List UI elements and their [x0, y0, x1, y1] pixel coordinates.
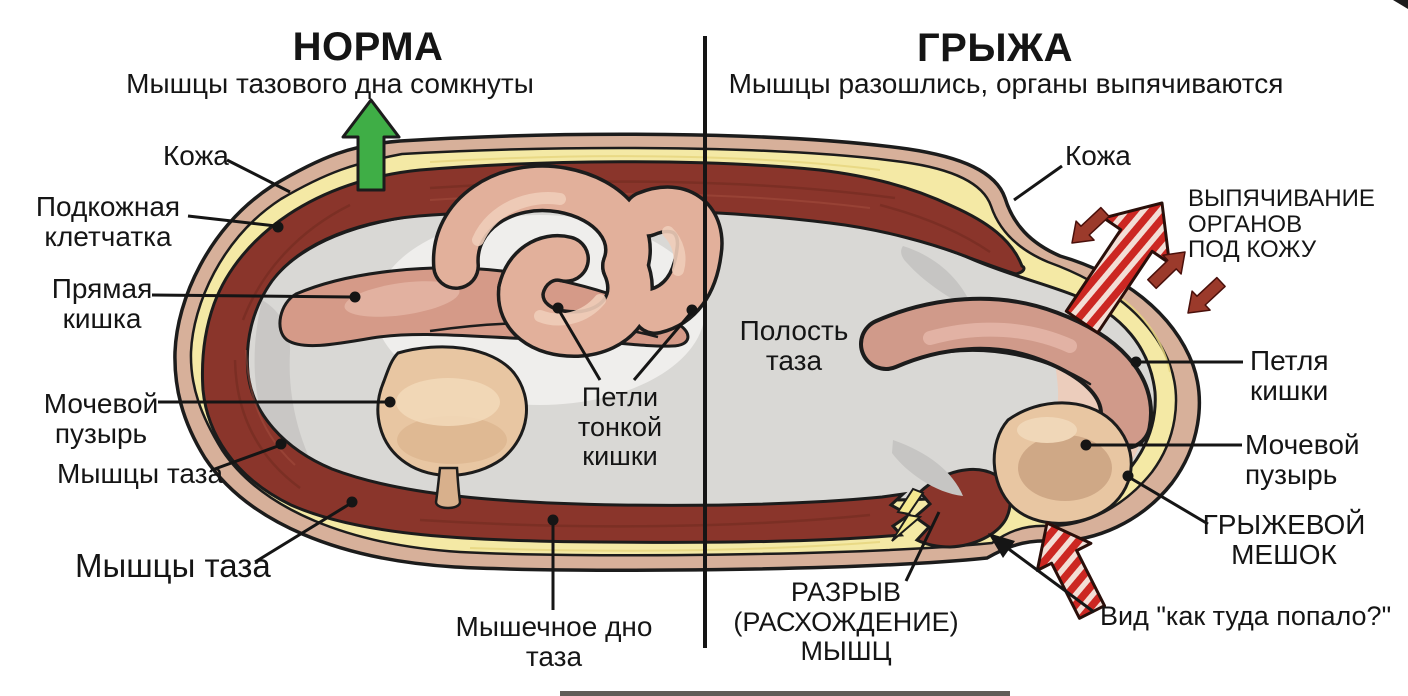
label-text-line: РАЗРЫВ: [790, 577, 902, 607]
pressure-arrow-down-left: [1071, 206, 1110, 244]
label-pointer-lines: [151, 158, 1243, 614]
line-subcutaneous: [187, 214, 277, 228]
line-muscle-rupture: [904, 511, 941, 582]
small-intestine-loops: [431, 164, 724, 358]
label-text-line: Петли: [581, 382, 659, 412]
label-bladder-right: Мочевой пузырь: [1245, 429, 1360, 491]
rectum-highlight: [344, 281, 460, 317]
left-subtitle: Мышцы тазового дна сомкнуты: [126, 68, 534, 99]
bottom-edge-artifact: [560, 691, 1010, 696]
label-text-line: Мочевой: [43, 388, 159, 419]
right-subtitle: Мышцы разошлись, органы выпячиваются: [728, 68, 1284, 99]
label-organ-protrusion: ВЫПЯЧИВАНИЕ ОРГАНОВ ПОД КОЖУ: [1188, 186, 1375, 263]
label-text-line: Петля: [1250, 345, 1329, 376]
label-text-line: тонкой: [577, 411, 663, 442]
bladder-left-shade: [397, 416, 507, 464]
fascia-at-gap-bottom: [892, 440, 963, 496]
label-skin-right: Кожа: [1065, 140, 1131, 171]
label-muscular-pelvic-floor: Мышечное дно таза: [455, 611, 653, 673]
line-view-caption: [1005, 545, 1095, 614]
line-hernial-sac: [1131, 477, 1209, 526]
fascia-at-gap-top: [901, 246, 973, 309]
label-text-line: пузырь: [1245, 459, 1338, 491]
label-text-line: Подкожная: [35, 191, 181, 222]
left-title: НОРМА: [292, 25, 444, 69]
label-view-caption: Вид "как туда попало?": [1100, 601, 1392, 631]
label-text-line: кишка: [62, 303, 142, 335]
label-text-line: ПОД КОЖУ: [1188, 236, 1317, 264]
label-text-line: кишки: [1250, 375, 1329, 407]
label-text-line: Мышечное дно: [455, 611, 653, 642]
label-text-line: таза: [765, 345, 823, 377]
label-text-line: МЫШЦ: [800, 636, 892, 667]
label-text-line: пузырь: [54, 418, 148, 450]
label-text-line: (РАСХОЖДЕНИЕ): [733, 606, 959, 637]
label-pelvic-muscles-upper: Мышцы таза: [57, 458, 224, 489]
label-pelvic-muscles-lower: Мышцы таза: [75, 547, 271, 584]
corner-artifact: [1393, 0, 1408, 9]
label-bladder-left: Мочевой пузырь: [43, 388, 159, 450]
muscle-tear-crack: [891, 487, 925, 542]
line-pelvic-muscles-lower: [254, 503, 349, 564]
pressure-arrow-down-left-2: [1187, 276, 1226, 314]
right-title: ГРЫЖА: [916, 26, 1074, 70]
label-text-line: Полость: [739, 315, 849, 346]
label-text-line: Прямая: [51, 273, 153, 304]
label-text-line: ГРЫЖЕВОЙ: [1202, 509, 1366, 540]
label-pelvic-cavity: Полость таза: [739, 315, 849, 377]
label-small-intestine-loops: Петли тонкой кишки: [577, 382, 663, 472]
line-intestine-loops-a: [558, 311, 602, 381]
label-bowel-loop: Петля кишки: [1250, 345, 1329, 407]
bladder-neck: [434, 466, 462, 510]
fascia-swirl-left: [254, 300, 330, 493]
label-muscle-rupture: РАЗРЫВ (РАСХОЖДЕНИЕ) МЫШЦ: [733, 577, 959, 667]
label-hernial-sac: ГРЫЖЕВОЙ МЕШОК: [1202, 509, 1366, 571]
label-text-line: таза: [525, 641, 583, 673]
label-text-line: ОРГАНОВ: [1188, 210, 1303, 238]
label-text-line: ВЫПЯЧИВАНИЕ: [1188, 185, 1375, 212]
label-dots: [272, 221, 1142, 526]
label-subcutaneous-tissue: Подкожная клетчатка: [35, 191, 181, 253]
bladder-left-highlight: [396, 378, 500, 426]
normal-direction-arrow: [341, 98, 401, 192]
bowel-loop-right: [859, 296, 1153, 450]
bladder-right-shade: [1018, 435, 1112, 501]
pressure-arrow-up-right: [1147, 251, 1186, 290]
label-text-line: Мочевой: [1245, 429, 1360, 460]
label-text-line: МЕШОК: [1231, 539, 1337, 571]
label-text-line: кишки: [582, 441, 658, 472]
line-pelvic-muscles-upper: [211, 444, 279, 472]
label-rectum: Прямая кишка: [51, 273, 153, 335]
view-caption-arrowhead: [988, 533, 1015, 558]
pressure-arrows: [1071, 206, 1226, 314]
bladder-right-highlight: [1017, 417, 1077, 443]
label-skin-left: Кожа: [163, 140, 229, 171]
line-intestine-loops-b: [632, 313, 692, 381]
line-skin-right: [1013, 164, 1063, 202]
line-rectum: [151, 293, 352, 299]
line-skin-left: [226, 158, 291, 194]
label-text-line: клетчатка: [44, 221, 172, 253]
